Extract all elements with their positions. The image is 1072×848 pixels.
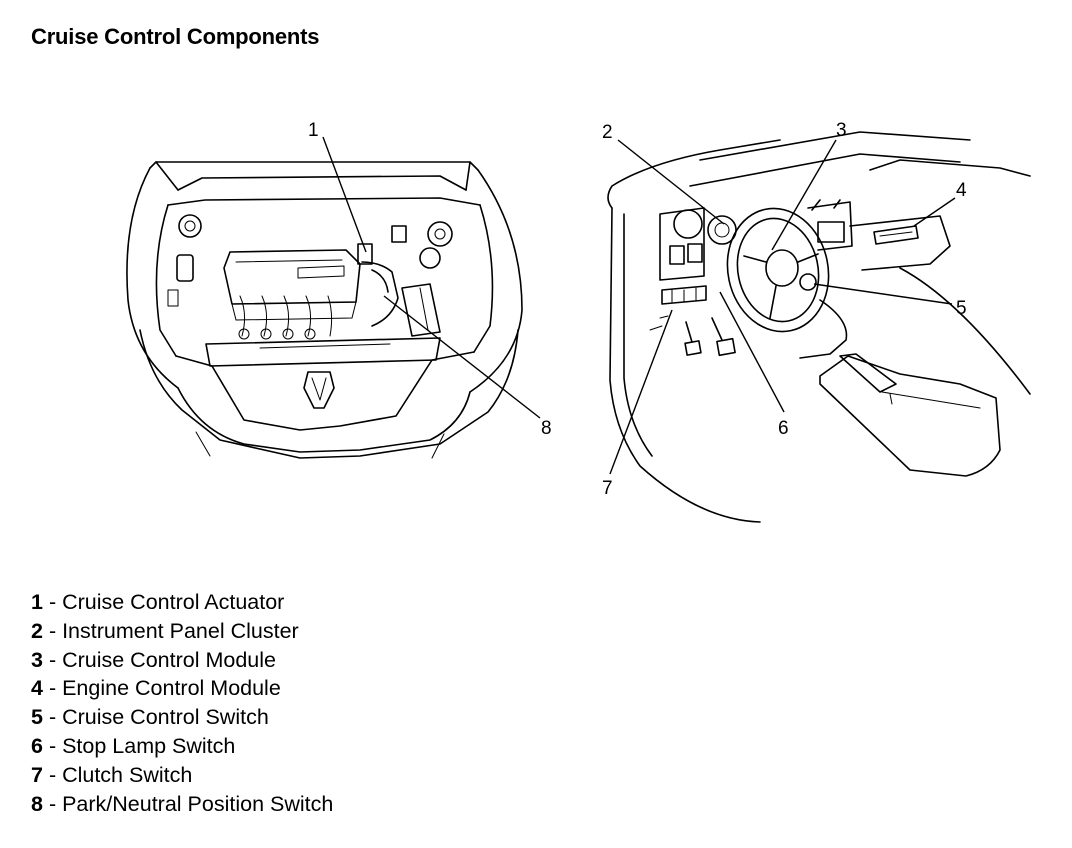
callout-number-1: 1 [308, 120, 319, 141]
legend-label: Park/Neutral Position Switch [62, 791, 334, 816]
legend-item: 7 - Clutch Switch [31, 762, 193, 787]
leader-line-5 [813, 283, 953, 305]
leader-line-6 [719, 291, 785, 413]
leader-line-4 [913, 197, 956, 227]
legend-label: Cruise Control Module [62, 647, 276, 672]
leader-line-8 [383, 295, 541, 419]
page-title: Cruise Control Components [31, 24, 320, 49]
callout-number-6: 6 [778, 418, 789, 439]
legend-number: 6 [31, 733, 43, 758]
legend-item: 5 - Cruise Control Switch [31, 705, 269, 730]
legend-number: 3 [31, 647, 43, 672]
callout-number-8: 8 [541, 418, 552, 439]
leader-line-1 [322, 136, 367, 253]
legend-number: 5 [31, 705, 43, 730]
components-diagram: 1 2 3 4 5 6 7 8 [126, 120, 1031, 523]
legend-item: 4 - Engine Control Module [31, 676, 281, 701]
legend-number: 8 [31, 791, 43, 816]
leader-line-7 [609, 309, 673, 475]
callout-number-7: 7 [602, 478, 613, 499]
legend-number: 7 [31, 762, 43, 787]
legend-item: 6 - Stop Lamp Switch [31, 733, 236, 758]
legend-label: Cruise Control Actuator [62, 590, 285, 614]
legend-item: 3 - Cruise Control Module [31, 647, 276, 672]
leader-line-2 [617, 139, 725, 225]
legend-number: 1 [31, 590, 43, 614]
callout-number-5: 5 [956, 298, 967, 319]
leader-line-3 [771, 139, 837, 251]
leader-lines [322, 136, 956, 475]
interior-illustration [607, 131, 1031, 523]
legend-number: 2 [31, 618, 43, 643]
component-legend: 1 - Cruise Control Actuator 2 - Instrume… [31, 588, 333, 818]
legend-label: Instrument Panel Cluster [62, 618, 299, 643]
engine-bay-illustration [126, 161, 523, 459]
legend-label: Clutch Switch [62, 762, 193, 787]
callout-number-3: 3 [836, 120, 847, 141]
legend-item: 8 - Park/Neutral Position Switch [31, 791, 334, 816]
callout-number-2: 2 [602, 122, 613, 143]
callout-number-4: 4 [956, 180, 967, 201]
legend-label: Stop Lamp Switch [62, 733, 236, 758]
legend-item: 1 - Cruise Control Actuator [31, 590, 285, 614]
legend-label: Cruise Control Switch [62, 705, 269, 730]
legend-label: Engine Control Module [62, 676, 281, 701]
legend-number: 4 [31, 676, 43, 701]
legend-item: 2 - Instrument Panel Cluster [31, 618, 299, 643]
